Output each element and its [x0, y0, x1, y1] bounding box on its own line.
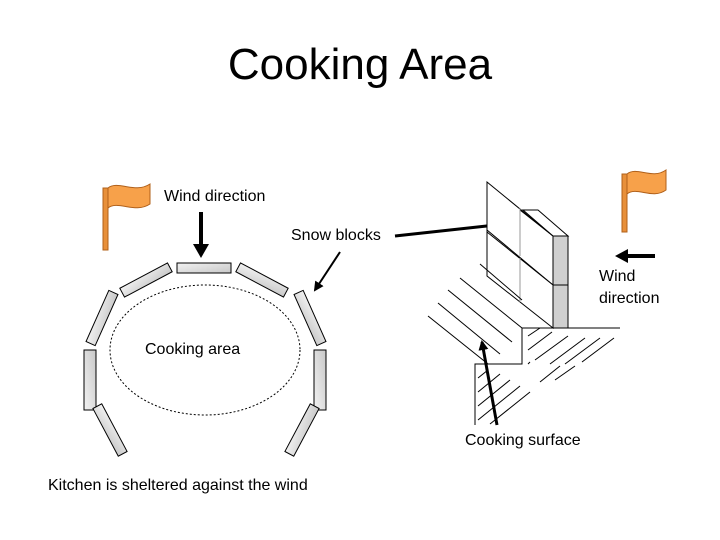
snow-block	[83, 349, 97, 411]
caption: Kitchen is sheltered against the wind	[48, 477, 308, 494]
snow-block	[284, 403, 320, 457]
snow-blocks-label: Snow blocks	[291, 227, 381, 244]
snow-block	[92, 403, 128, 457]
flag-right-icon	[621, 169, 667, 233]
page-title: Cooking Area	[227, 40, 493, 89]
snow-block	[176, 262, 232, 274]
snow-block	[313, 349, 327, 411]
cooking-surface-label: Cooking surface	[465, 432, 581, 449]
snow-block	[293, 289, 327, 347]
wind-direction-label-left: Wind direction	[164, 188, 266, 205]
wind-arrow-left-icon	[193, 212, 209, 258]
snow-block	[235, 262, 289, 298]
wind-direction-label-right-line2: direction	[599, 290, 660, 307]
snow-block	[119, 262, 173, 298]
cooking-area-label: Cooking area	[145, 341, 241, 358]
snow-block-ring	[83, 262, 327, 457]
cooking-area-outline	[109, 284, 301, 416]
wind-arrow-right-icon	[615, 249, 655, 263]
cooking-surface-arrow-icon	[478, 340, 499, 426]
snow-block	[85, 289, 119, 347]
snow-wall-side-view	[486, 180, 570, 330]
flag-left-icon	[102, 183, 151, 251]
wind-direction-label-right-line1: Wind	[599, 268, 636, 285]
